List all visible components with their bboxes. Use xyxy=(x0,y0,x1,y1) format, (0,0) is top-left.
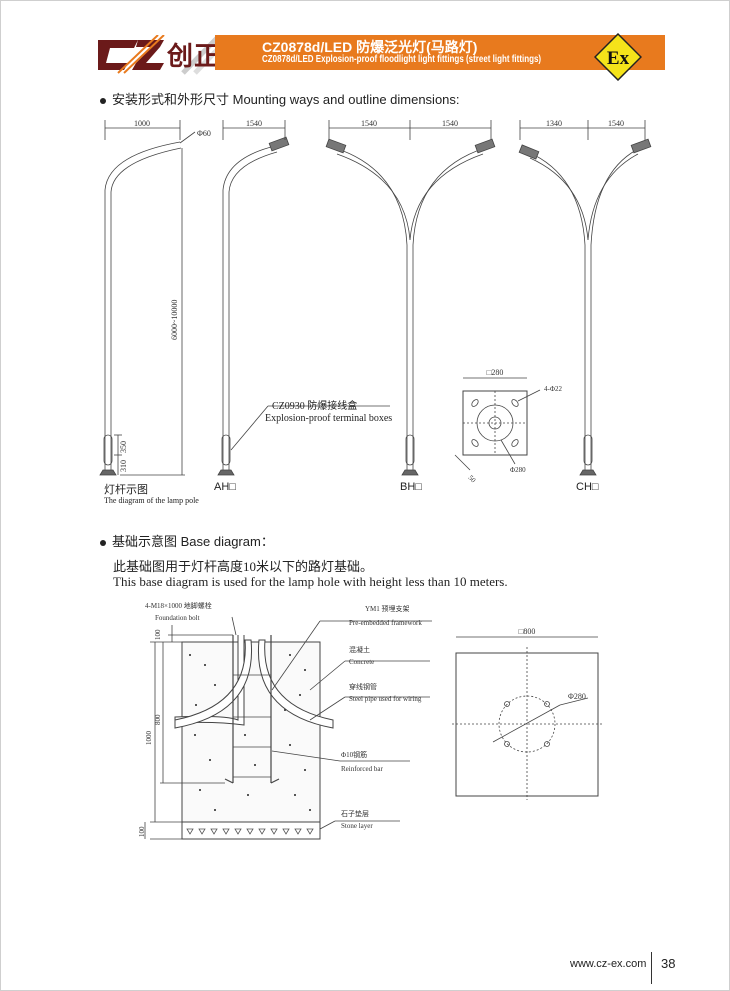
svg-text:□800: □800 xyxy=(519,627,536,636)
base-drawing: 100 1000 800 100 4-M18×1000 地脚螺栓 Foundat… xyxy=(138,601,602,840)
svg-text:Φ280: Φ280 xyxy=(568,692,586,701)
terminal-box-cn: CZ0930 防爆接线盒 xyxy=(272,401,358,412)
flange-plan xyxy=(454,377,541,471)
terminal-box-en: Explosion-proof terminal boxes xyxy=(265,413,393,424)
footer-website: www.cz-ex.com xyxy=(570,958,647,970)
page-title: CZ0878d/LED 防爆泛光灯(马路灯) xyxy=(262,39,478,55)
logo-text: 创正 xyxy=(167,42,222,72)
svg-text:Steel pipe used for wiring: Steel pipe used for wiring xyxy=(349,695,422,703)
svg-text:1340: 1340 xyxy=(546,119,562,128)
svg-text:6000~10000: 6000~10000 xyxy=(170,300,179,340)
label-ah: AH□ xyxy=(214,481,236,493)
mounting-drawing: 1000 Φ60 6000~10000 350 310 1540 1540 15… xyxy=(99,119,652,485)
section-base-heading: 基础示意图 Base diagram： xyxy=(100,531,274,550)
svg-text:800: 800 xyxy=(154,714,162,725)
pole-ch xyxy=(518,120,652,476)
label-bh: BH□ xyxy=(400,481,422,493)
svg-text:4-M18×1000 地脚螺栓: 4-M18×1000 地脚螺栓 xyxy=(145,601,212,610)
page-number: 38 xyxy=(661,956,676,971)
logo-mark xyxy=(98,35,218,75)
svg-text:Φ280: Φ280 xyxy=(510,466,526,474)
base-desc-en: This base diagram is used for the lamp h… xyxy=(113,574,508,589)
label-ch: CH□ xyxy=(576,481,599,493)
svg-text:1540: 1540 xyxy=(361,119,377,128)
svg-text:Stone layer: Stone layer xyxy=(341,822,373,830)
ex-mark-icon: Ex xyxy=(594,33,642,81)
page-subtitle: CZ0878d/LED Explosion-proof floodlight l… xyxy=(262,54,542,65)
section-heading-text: 基础示意图 Base diagram： xyxy=(112,534,274,549)
svg-text:1540: 1540 xyxy=(246,119,262,128)
svg-text:穿线钢管: 穿线钢管 xyxy=(349,682,377,691)
section-heading-text: 安装形式和外形尺寸 Mounting ways and outline dime… xyxy=(112,92,460,107)
svg-text:石子垫层: 石子垫层 xyxy=(341,809,369,818)
lamp-pole-diagram xyxy=(99,120,196,476)
foundation-plan xyxy=(452,636,602,800)
svg-text:4-Φ22: 4-Φ22 xyxy=(544,385,562,393)
base-desc-cn: 此基础图用于灯杆高度10米以下的路灯基础。 xyxy=(113,559,374,574)
svg-text:350: 350 xyxy=(119,441,128,453)
svg-text:100: 100 xyxy=(138,826,146,837)
svg-text:Concrete: Concrete xyxy=(349,658,374,666)
svg-text:混凝土: 混凝土 xyxy=(349,645,370,654)
svg-text:1000: 1000 xyxy=(145,731,153,746)
svg-text:Ex: Ex xyxy=(607,48,630,69)
pole-ah xyxy=(217,120,290,476)
svg-text:100: 100 xyxy=(154,629,162,640)
pole-caption-en: The diagram of the lamp pole xyxy=(104,496,199,505)
svg-text:YM1 预埋支架: YM1 预埋支架 xyxy=(365,604,410,613)
svg-text:310: 310 xyxy=(119,460,128,472)
svg-text:1540: 1540 xyxy=(608,119,624,128)
foundation-section xyxy=(144,616,432,840)
svg-text:Φ60: Φ60 xyxy=(197,129,211,138)
svg-text:Pre-embedded framework: Pre-embedded framework xyxy=(349,619,422,627)
svg-text:□280: □280 xyxy=(487,368,504,377)
pole-bh xyxy=(325,120,496,476)
footer-divider xyxy=(651,952,652,984)
section-mounting-heading: 安装形式和外形尺寸 Mounting ways and outline dime… xyxy=(100,89,460,108)
svg-text:1000: 1000 xyxy=(134,119,150,128)
svg-text:Φ10钢筋: Φ10钢筋 xyxy=(341,750,367,759)
svg-text:50: 50 xyxy=(467,474,478,485)
svg-text:Foundation bolt: Foundation bolt xyxy=(155,614,200,622)
pole-caption-cn: 灯杆示图 xyxy=(104,484,148,496)
svg-text:Reinforced bar: Reinforced bar xyxy=(341,765,383,773)
svg-text:1540: 1540 xyxy=(442,119,458,128)
header-band xyxy=(215,35,665,70)
